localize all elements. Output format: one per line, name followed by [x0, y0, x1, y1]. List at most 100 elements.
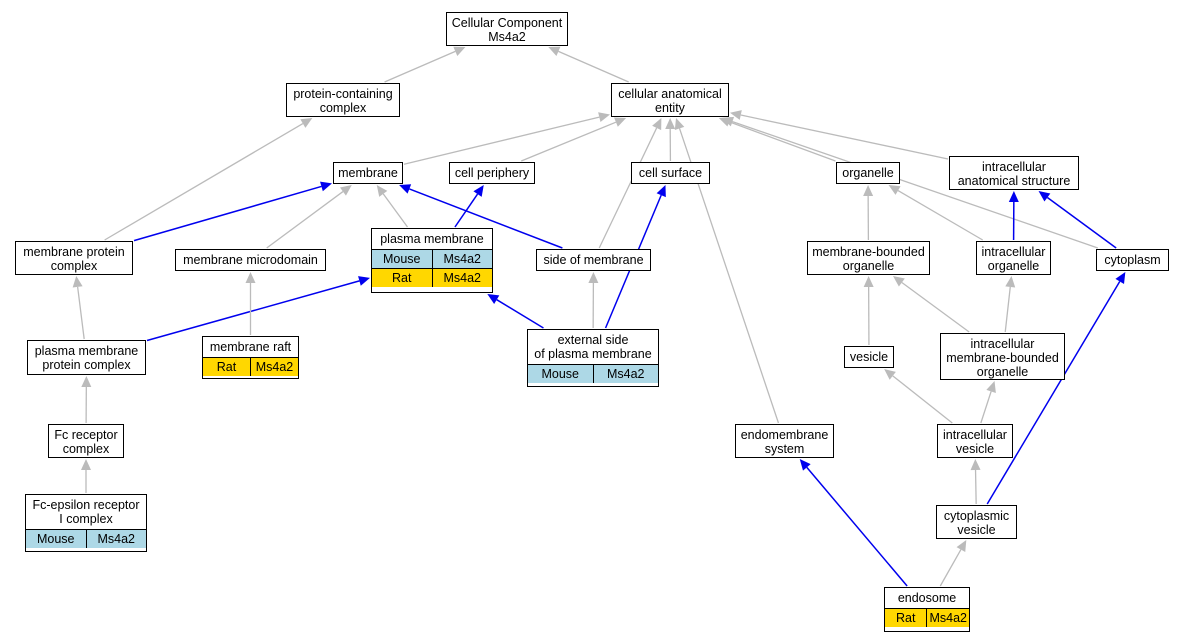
arrowhead-cyto-ias	[1038, 191, 1051, 202]
arrowhead-mpc-pcc	[300, 118, 313, 128]
node-cyto[interactable]: cytoplasm	[1096, 249, 1169, 271]
node-label-line: Fc-epsilon receptor	[32, 498, 140, 512]
node-label-line: membrane-bounded	[812, 245, 925, 259]
edge-endo-ems	[806, 466, 908, 587]
node-label-line: intracellular	[970, 337, 1035, 351]
arrowhead-fcr-pmpc	[81, 376, 92, 388]
node-org[interactable]: organelle	[836, 162, 900, 184]
node-label-line: organelle	[842, 166, 894, 180]
arrowhead-cv-iv	[970, 459, 981, 471]
gene-cell: Ms4a2	[85, 530, 147, 548]
node-label: vesicle	[845, 347, 893, 367]
node-label-line: of plasma membrane	[534, 347, 652, 361]
node-ves[interactable]: vesicle	[844, 346, 894, 368]
node-label: plasma membrane	[372, 229, 492, 249]
edge-org-cae	[728, 121, 836, 162]
node-label: membrane raft	[203, 337, 298, 357]
node-label-line: plasma membrane	[380, 232, 484, 246]
arrowhead-pcc-cc	[453, 46, 466, 56]
node-label-line: Fc receptor	[54, 428, 118, 442]
node-label-line: membrane-bounded	[946, 351, 1059, 365]
species-cell: Rat	[216, 360, 237, 374]
node-csurf[interactable]: cell surface	[631, 162, 710, 184]
node-label: membrane microdomain	[176, 250, 325, 270]
node-label-line: intracellular	[981, 245, 1046, 259]
node-cper[interactable]: cell periphery	[449, 162, 535, 184]
edge-pmpc-mpc	[76, 286, 85, 340]
edge-pm-mem	[382, 193, 409, 228]
node-label-line: vesicle	[955, 442, 995, 456]
node-label-line: protein complex	[42, 358, 131, 372]
node-mem[interactable]: membrane	[333, 162, 403, 184]
node-label: cytoplasm	[1097, 250, 1168, 270]
node-label-line: organelle	[842, 259, 895, 273]
node-label-line: membrane raft	[209, 340, 292, 354]
edge-mmd-mem	[266, 191, 344, 249]
arrowhead-ias-cae	[730, 110, 742, 120]
arrowhead-imbo-io	[1005, 276, 1016, 288]
edge-cv-iv	[974, 469, 977, 505]
arrowhead-fce-fcr	[81, 459, 91, 470]
node-label-line: membrane	[338, 166, 398, 180]
edge-cv-cyto	[986, 281, 1121, 505]
arrowhead-mbo-org	[863, 185, 874, 197]
arrowhead-endo-ems	[799, 459, 811, 471]
node-label-line: organelle	[976, 365, 1029, 379]
arrowhead-ves-mbo	[863, 276, 874, 288]
arrowhead-mem-cae	[598, 112, 610, 122]
edge-mem-cae	[403, 116, 600, 165]
edge-io-org	[897, 189, 984, 241]
edge-imbo-io	[1004, 286, 1011, 333]
node-label-line: cytoplasm	[1104, 253, 1161, 267]
node-label-line: intracellular	[943, 428, 1007, 442]
arrowhead-imbo-mbo	[892, 276, 905, 287]
node-label-line: I complex	[59, 512, 113, 526]
node-label-line: organelle	[987, 259, 1040, 273]
edge-som-mem	[409, 188, 563, 249]
arrowhead-pmpc-pm	[358, 276, 370, 286]
edge-espm-pm	[496, 299, 544, 329]
node-label-line: endomembrane	[740, 428, 829, 442]
node-som[interactable]: side of membrane	[536, 249, 651, 271]
node-label: organelle	[837, 163, 899, 183]
edge-som-cae	[598, 127, 658, 249]
arrowhead-espm-som	[588, 272, 599, 284]
arrowhead-ems-cae	[674, 118, 685, 131]
edge-iv-imbo	[980, 391, 992, 424]
node-label-line: cellular anatomical	[618, 87, 722, 101]
node-mmd[interactable]: membrane microdomain	[175, 249, 326, 271]
gene-cell: Ms4a2	[431, 250, 493, 268]
node-label-line: complex	[62, 442, 110, 456]
node-label-line: plasma membrane	[34, 344, 139, 358]
species-cell: Mouse	[541, 367, 580, 381]
node-label-line: entity	[655, 101, 685, 115]
arrowhead-csurf-cae	[665, 118, 676, 130]
node-label-line: membrane microdomain	[183, 253, 318, 267]
